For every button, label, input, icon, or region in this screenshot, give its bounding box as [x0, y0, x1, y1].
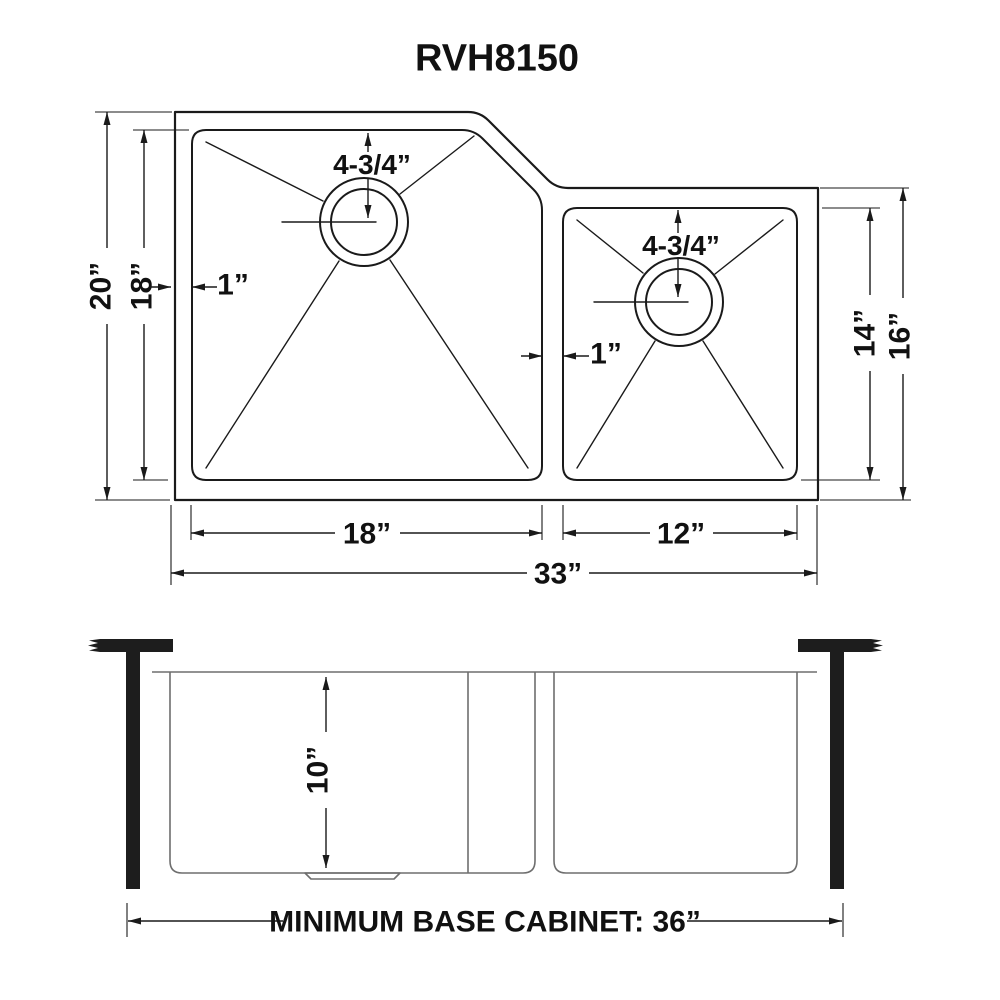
- right-bowl-crease-tr: [714, 219, 784, 275]
- label-left-bowl-width: 18”: [343, 518, 391, 551]
- label-right-section-depth: 16”: [884, 312, 917, 360]
- label-right-drain-offset: 4-3/4”: [642, 230, 720, 261]
- label-right-bowl-width: 12”: [657, 518, 705, 551]
- left-bowl-crease-tr: [399, 135, 475, 195]
- label-bowl-depth: 10”: [302, 746, 335, 794]
- label-overall-width: 33”: [534, 558, 582, 591]
- cabinet-wall-right: [830, 652, 844, 889]
- cabinet-wall-left: [126, 652, 140, 889]
- label-overall-depth: 20”: [85, 262, 118, 310]
- right-bowl-outline: [562, 207, 798, 481]
- right-bowl-section: [553, 672, 798, 874]
- plan-view: [173, 110, 820, 502]
- left-bowl-crease-tl: [205, 141, 324, 202]
- sink-outer-outline: [173, 110, 820, 502]
- label-left-drain-offset: 4-3/4”: [333, 149, 411, 180]
- countertop-left: [88, 639, 173, 652]
- left-bowl-outline: [191, 129, 543, 481]
- right-bowl-crease-br: [702, 340, 784, 469]
- drain-fitting: [304, 872, 401, 880]
- left-bowl-crease-br: [389, 259, 529, 469]
- label-left-bowl-depth: 18”: [126, 262, 159, 310]
- label-left-wall-thickness: 1”: [217, 269, 249, 302]
- plan-dimensions: 20” 18” 1” 4-3/4” 4-3/4” 1” 14” 16” 18”: [85, 111, 917, 591]
- label-right-bowl-depth: 14”: [849, 309, 882, 357]
- left-bowl-section: [169, 672, 536, 874]
- right-bowl-crease-tl: [576, 219, 644, 274]
- model-number-title: RVH8150: [415, 37, 579, 79]
- right-bowl-crease-bl: [576, 340, 656, 469]
- countertop-right: [798, 639, 883, 652]
- label-divider-thickness: 1”: [590, 338, 622, 371]
- left-bowl-crease-bl: [205, 260, 340, 469]
- label-base-cabinet: MINIMUM BASE CABINET: 36”: [269, 906, 701, 939]
- elevation-view: 10” MINIMUM BASE CABINET: 36”: [88, 639, 883, 939]
